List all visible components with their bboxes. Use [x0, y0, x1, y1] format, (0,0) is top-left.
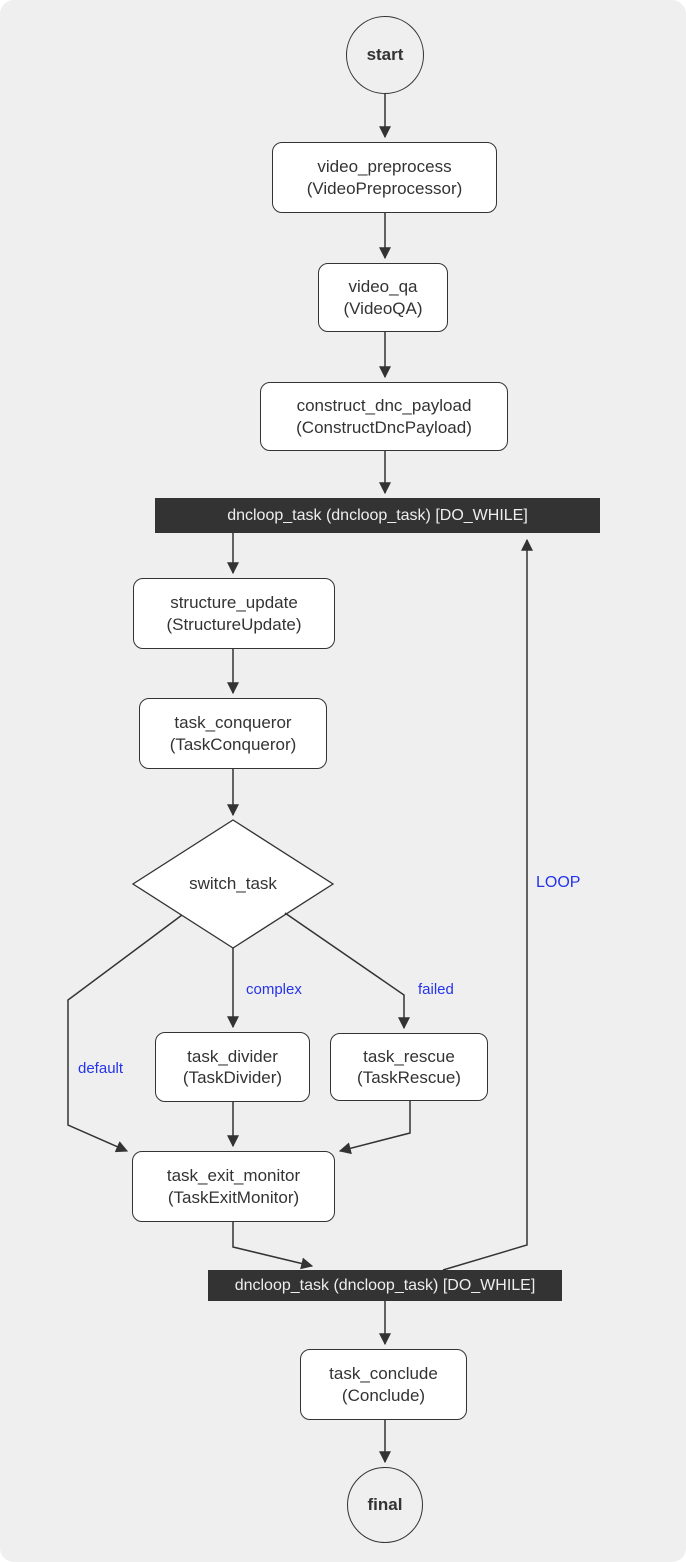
- node-task-divider-name: task_divider: [187, 1046, 278, 1066]
- node-task-rescue-name: task_rescue: [363, 1046, 455, 1066]
- edge-label-failed: failed: [418, 981, 454, 998]
- edge-task-rescue-to-task-exit-monitor: [338, 1101, 411, 1155]
- node-final-label: final: [367, 1495, 403, 1515]
- loop-bar-dncloop-bottom: dncloop_task (dncloop_task) [DO_WHILE]: [208, 1270, 562, 1301]
- node-switch-task-label: switch_task: [189, 874, 277, 893]
- edge-label-default: default: [78, 1060, 124, 1077]
- node-video-qa-name: video_qa: [348, 277, 418, 297]
- edge-label-loop: LOOP: [536, 874, 581, 891]
- edge-loop-back-to-dncloop-top: [442, 538, 533, 1271]
- node-task-conqueror-class: (TaskConqueror): [169, 734, 297, 754]
- node-task-rescue-class: (TaskRescue): [357, 1068, 461, 1087]
- node-construct-dnc-payload-name: construct_dnc_payload: [296, 396, 472, 416]
- node-task-divider-class: (TaskDivider): [182, 1068, 283, 1087]
- edge-label-complex: complex: [246, 981, 302, 998]
- node-task-conclude: task_conclude (Conclude): [300, 1349, 467, 1420]
- node-task-conclude-name: task_conclude: [329, 1364, 438, 1384]
- edge-switch-task-default-to-task-exit-monitor: [67, 914, 183, 1153]
- loop-bar-dncloop-top: dncloop_task (dncloop_task) [DO_WHILE]: [155, 498, 600, 533]
- node-structure-update-class: (StructureUpdate): [166, 614, 302, 634]
- node-construct-dnc-payload: construct_dnc_payload (ConstructDncPaylo…: [260, 382, 508, 451]
- edge-task-exit-monitor-to-dncloop-bottom: [232, 1222, 314, 1270]
- node-task-exit-monitor: task_exit_monitor (TaskExitMonitor): [132, 1151, 335, 1222]
- loop-bar-dncloop-bottom-label: dncloop_task (dncloop_task) [DO_WHILE]: [234, 1276, 536, 1294]
- node-final: final: [347, 1467, 423, 1543]
- node-video-preprocess: video_preprocess (VideoPreprocessor): [272, 142, 497, 213]
- node-construct-dnc-payload-class: (ConstructDncPayload): [296, 417, 472, 437]
- node-video-preprocess-class: (VideoPreprocessor): [306, 178, 463, 198]
- node-structure-update: structure_update (StructureUpdate): [133, 578, 335, 649]
- node-switch-task: switch_task: [133, 820, 333, 948]
- node-video-qa: video_qa (VideoQA): [318, 263, 448, 332]
- edge-switch-task-failed-to-task-rescue: [284, 912, 410, 1030]
- node-video-qa-class: (VideoQA): [343, 298, 423, 318]
- node-task-rescue: task_rescue (TaskRescue): [330, 1033, 488, 1101]
- node-task-conqueror-name: task_conqueror: [174, 713, 292, 733]
- node-task-divider: task_divider (TaskDivider): [155, 1032, 310, 1102]
- node-start-label: start: [366, 45, 404, 65]
- node-video-preprocess-name: video_preprocess: [317, 157, 452, 177]
- node-task-conqueror: task_conqueror (TaskConqueror): [139, 698, 327, 769]
- node-task-exit-monitor-class: (TaskExitMonitor): [167, 1187, 300, 1207]
- node-start: start: [346, 16, 424, 94]
- node-task-conclude-class: (Conclude): [341, 1385, 426, 1405]
- loop-bar-dncloop-top-label: dncloop_task (dncloop_task) [DO_WHILE]: [227, 506, 528, 524]
- node-structure-update-name: structure_update: [170, 593, 298, 613]
- node-task-exit-monitor-name: task_exit_monitor: [166, 1166, 301, 1186]
